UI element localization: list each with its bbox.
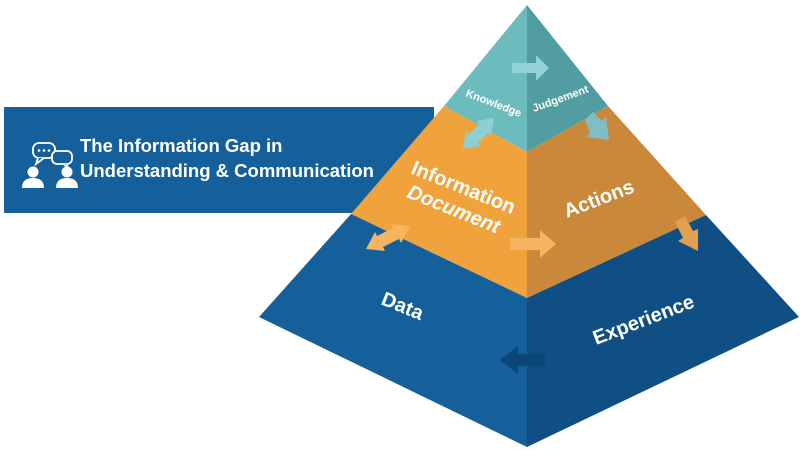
top-left-double-arrow — [463, 118, 494, 149]
pyramid-middle-left-face — [351, 106, 527, 298]
banner-title-line2: Understanding & Communication — [80, 160, 374, 181]
chat-people-icon — [22, 142, 78, 188]
pyramid-bottom-right-face — [527, 215, 799, 447]
banner — [4, 107, 434, 213]
middle-left-double-arrow — [366, 224, 410, 251]
top-right-down-arrow — [585, 112, 609, 140]
pyramid-top-left-face — [444, 5, 527, 152]
top-horizontal-arrow — [512, 55, 549, 81]
pyramid-top-right-face — [527, 5, 608, 152]
pyramid-middle-right-face — [527, 106, 706, 298]
bottom-left-arrow — [500, 346, 545, 374]
banner-title-line1: The Information Gap in — [80, 135, 282, 156]
middle-right-down-arrow — [675, 216, 698, 251]
middle-horizontal-arrow — [510, 230, 556, 258]
pyramid-bottom-left-face — [259, 214, 527, 447]
